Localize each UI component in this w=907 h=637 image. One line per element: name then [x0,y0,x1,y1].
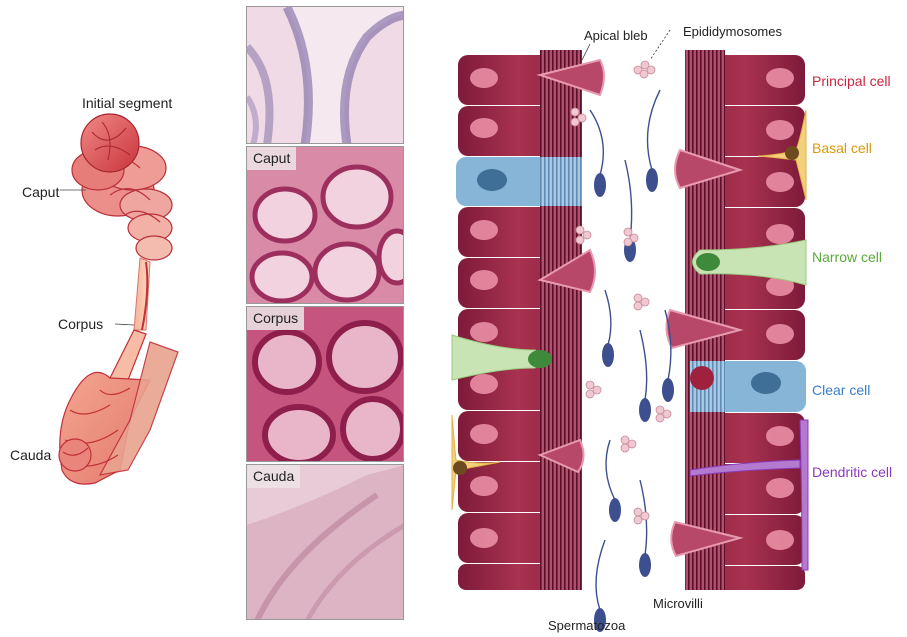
left-microvilli-border [540,50,582,590]
corpus-label: Corpus [58,316,103,332]
epididymosomes [571,61,671,524]
histology-panel-cauda: Cauda [246,464,404,620]
initial-segment-region [81,114,139,172]
epithelium-diagram [440,0,820,637]
histology-panel-corpus: Corpus [246,306,404,462]
histology-panel-caput: Caput [246,146,404,304]
microvilli-label: Microvilli [653,596,703,611]
right-epithelium [666,50,808,590]
spermatozoa [590,90,671,610]
principal-cell-label: Principal cell [812,73,891,89]
spermatozoa-label: Spermatozoa [548,618,625,633]
epididymosomes-label: Epididymosomes [683,24,782,39]
caput-label: Caput [22,184,59,200]
corpus-region [134,258,150,330]
cauda-label: Cauda [10,447,51,463]
clear-cell-label: Clear cell [812,382,870,398]
histology-tag-corpus: Corpus [247,307,304,330]
left-epithelium [452,50,604,590]
dendritic-cell-label: Dendritic cell [812,464,892,480]
initial-segment-label: Initial segment [82,95,172,111]
basal-cell-label: Basal cell [812,140,872,156]
narrow-cell-label: Narrow cell [812,249,882,265]
cauda-region [59,330,178,484]
histology-tag-caput: Caput [247,147,296,170]
apical-bleb-label: Apical bleb [584,28,648,43]
histology-panel-initial-segment [246,6,404,144]
histology-tag-cauda: Cauda [247,465,300,488]
